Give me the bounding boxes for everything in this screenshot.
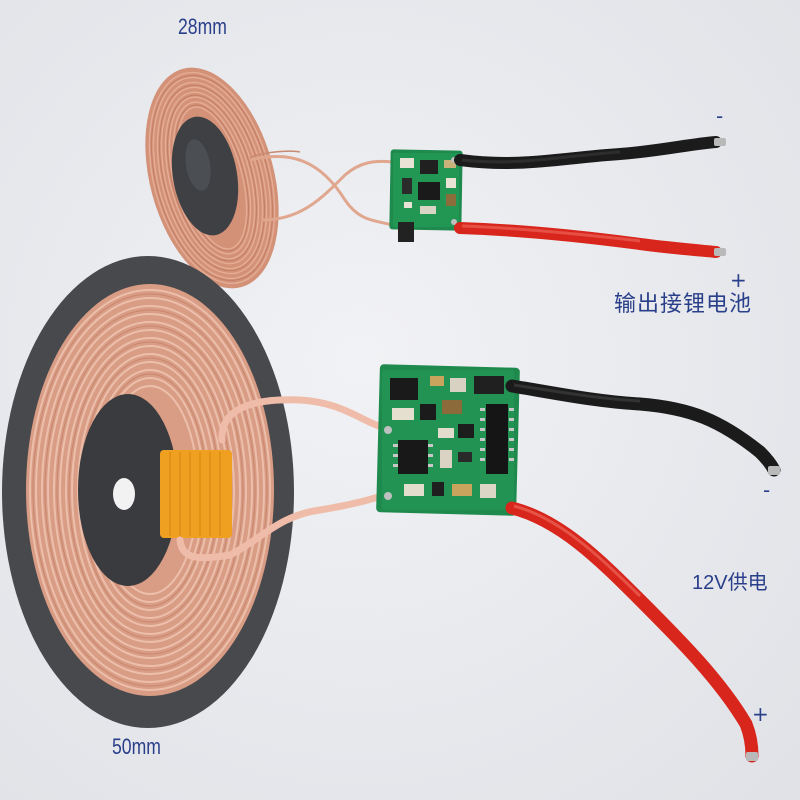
large-transmitter-coil [2,256,294,728]
small-coil-size-label: 28mm [178,14,227,39]
large-coil-leads [176,396,388,562]
small-receiver-coil [145,67,279,289]
small-output-wires [454,136,726,258]
plus-sign-top: + [730,268,747,292]
output-battery-note: 输出接锂电池 [614,291,753,316]
supply-voltage-note: 12V供电 [692,572,768,594]
large-coil-size-label: 50mm [112,734,161,759]
small-coil-leads [249,150,393,227]
large-pcb-module [376,364,520,516]
minus-sign-bottom: - [763,478,771,502]
plus-sign-bottom: + [752,702,769,726]
large-supply-wires [505,379,781,763]
minus-sign-top: - [716,104,724,128]
small-pcb-module [389,149,463,242]
